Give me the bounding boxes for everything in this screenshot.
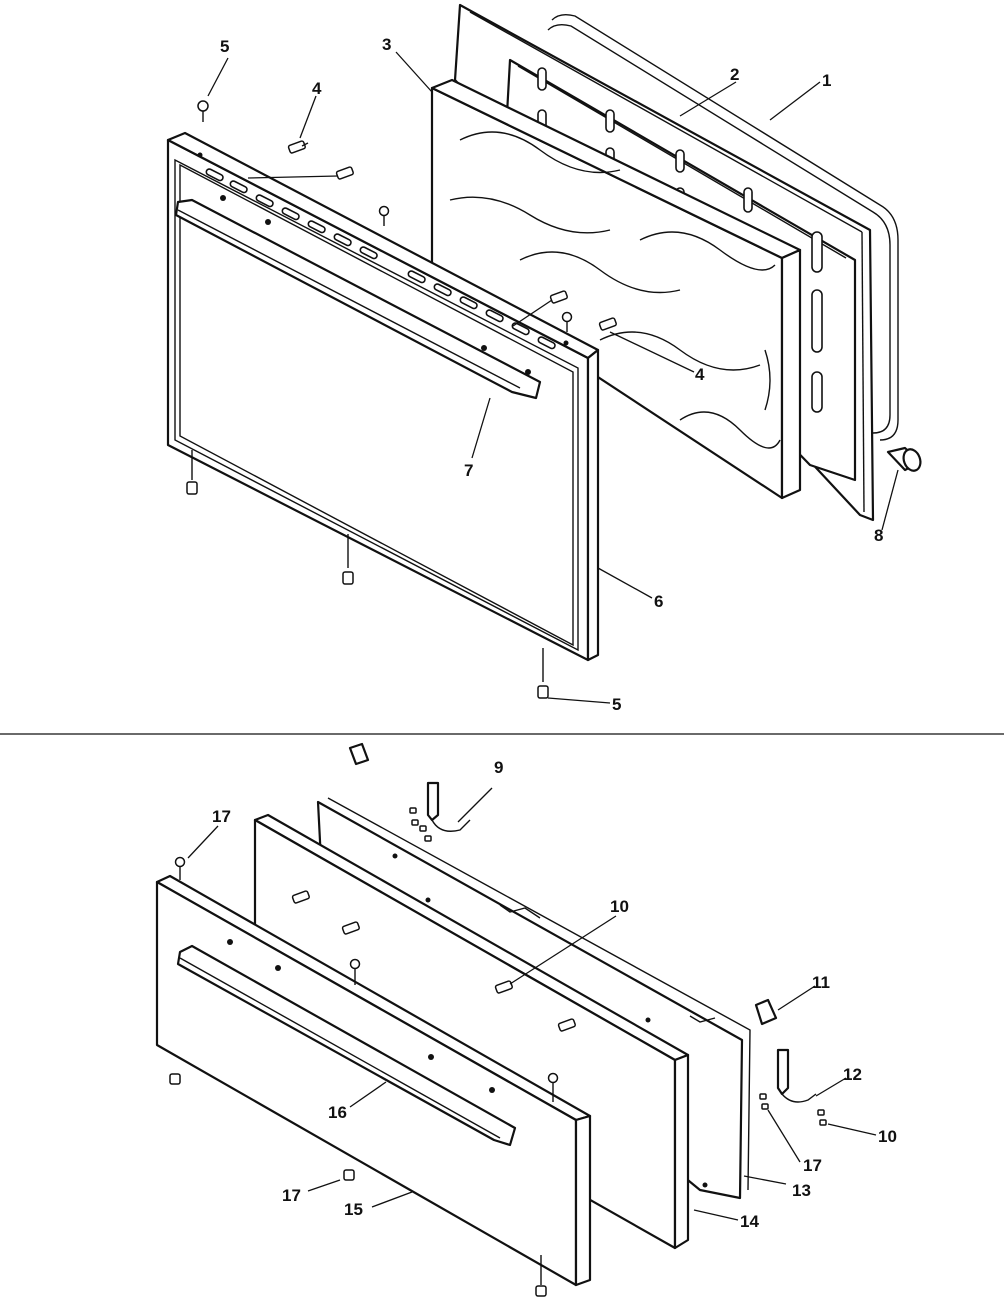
drawer-clip-right xyxy=(754,998,778,1026)
screw-icon xyxy=(535,1255,547,1297)
drawer-handle xyxy=(176,944,517,1147)
screw-icon xyxy=(378,205,390,226)
callout-17a: 17 xyxy=(212,807,231,826)
screw-icon xyxy=(186,450,198,495)
screw-icon xyxy=(335,166,354,180)
screw-icon xyxy=(557,1018,576,1032)
door-front-frame xyxy=(166,131,600,662)
door-insulation xyxy=(430,78,802,500)
callout-5b: 5 xyxy=(612,695,621,714)
callout-12: 12 xyxy=(843,1065,862,1084)
clip-icon xyxy=(348,742,370,766)
callout-11: 11 xyxy=(812,973,830,992)
callout-17c: 17 xyxy=(282,1186,301,1205)
callout-4b: 4 xyxy=(695,365,705,384)
callout-1: 1 xyxy=(822,71,831,90)
screw-icon xyxy=(349,958,361,985)
callout-10a: 10 xyxy=(610,897,629,916)
drawer-front-panel xyxy=(155,874,592,1287)
screw-icon xyxy=(561,311,573,332)
drawer-hinge-left xyxy=(409,781,471,842)
callout-10b: 10 xyxy=(878,1127,897,1146)
screw-icon xyxy=(537,648,549,699)
screw-icon xyxy=(291,890,310,904)
screw-icon xyxy=(169,1073,181,1085)
door-bumper xyxy=(886,446,922,472)
callout-2: 2 xyxy=(730,65,739,84)
callout-6: 6 xyxy=(654,592,663,611)
callout-16: 16 xyxy=(328,1103,347,1122)
frame-vent-slots xyxy=(205,168,556,350)
callout-4a: 4 xyxy=(312,79,322,98)
screw-icon xyxy=(197,100,209,122)
screw-icon xyxy=(342,534,354,585)
callout-14: 14 xyxy=(740,1212,759,1231)
drawer-hinge-right xyxy=(759,1048,827,1126)
screw-icon xyxy=(341,921,360,935)
callout-3: 3 xyxy=(382,35,391,54)
screw-icon xyxy=(343,1169,355,1181)
callout-7: 7 xyxy=(464,461,473,480)
callout-15: 15 xyxy=(344,1200,363,1219)
callout-5a: 5 xyxy=(220,37,229,56)
screw-icon xyxy=(494,980,513,994)
callout-13: 13 xyxy=(792,1181,811,1200)
callout-9: 9 xyxy=(494,758,503,777)
screw-icon xyxy=(598,317,617,331)
screw-icon xyxy=(174,856,186,880)
screw-icon xyxy=(287,140,309,154)
door-handle xyxy=(174,198,542,400)
callout-8: 8 xyxy=(874,526,883,545)
screw-icon xyxy=(547,1072,559,1102)
callout-17b: 17 xyxy=(803,1156,822,1175)
